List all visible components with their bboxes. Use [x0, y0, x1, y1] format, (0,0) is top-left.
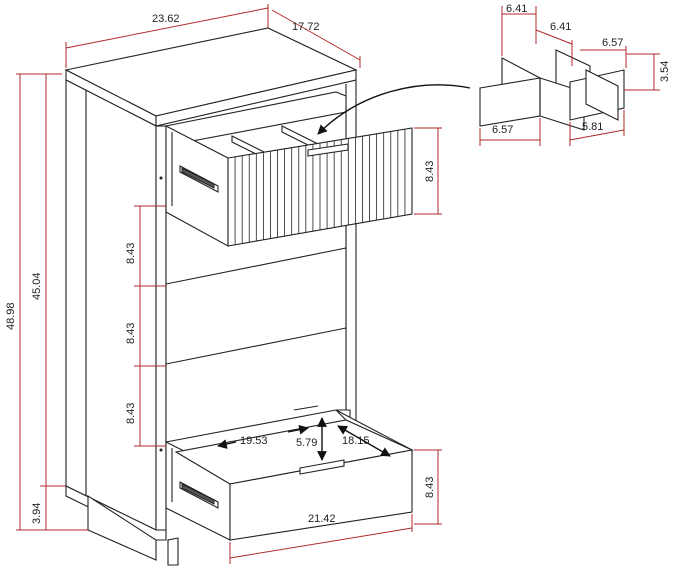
drawer-slide-dark	[181, 167, 215, 189]
label-drawer-spacing-1: 8.43	[125, 243, 137, 264]
label-front-width: 21.42	[308, 513, 336, 525]
drawer-slide-dark	[181, 483, 215, 505]
hinge-dot	[159, 448, 163, 452]
label-divider-top-left: 6.41	[506, 3, 527, 15]
label-top-drawer-height: 8.43	[424, 161, 436, 182]
label-inner-height: 5.79	[296, 437, 317, 449]
label-divider-height: 3.54	[659, 61, 671, 82]
left-leg	[87, 494, 157, 561]
label-divider-bottom-right: 5.81	[582, 121, 603, 133]
inner-dimension-arrows	[217, 417, 391, 461]
drawer-handle	[299, 459, 345, 475]
label-drawer-spacing-2: 8.43	[125, 323, 137, 344]
cabinet-left-side	[65, 79, 157, 531]
hinge-dot	[159, 176, 163, 180]
drawer-handle	[307, 143, 349, 157]
label-divider-bottom-left: 6.57	[492, 124, 513, 136]
label-bottom-drawer-height: 8.43	[424, 477, 436, 498]
drawer-front	[229, 449, 413, 541]
label-leg-height: 3.94	[31, 503, 43, 524]
divider-panel-front-left	[479, 77, 541, 127]
label-cabinet-depth: 17.72	[292, 21, 320, 33]
label-cabinet-width: 23.62	[152, 13, 180, 25]
cabinet-front-frame	[155, 125, 167, 531]
label-divider-right-length: 6.57	[602, 37, 623, 49]
label-total-height: 48.98	[5, 302, 17, 330]
label-divider-top-right: 6.41	[550, 21, 571, 33]
divider-insert	[479, 49, 625, 131]
dimension-lines	[16, 4, 660, 564]
label-body-height: 45.04	[31, 272, 43, 300]
label-drawer-spacing-3: 8.43	[125, 403, 137, 424]
fluted-ribs	[234, 129, 406, 245]
label-inner-depth: 18.15	[342, 435, 370, 447]
right-leg	[167, 537, 179, 566]
label-inner-width: 19.53	[240, 435, 268, 447]
dimension-labels: 23.62 17.72 48.98 45.04 3.94 8.43 8.43 8…	[5, 3, 671, 525]
top-open-drawer	[165, 91, 413, 247]
curved-arrow	[317, 84, 471, 135]
divider-panel-cross	[585, 69, 619, 121]
